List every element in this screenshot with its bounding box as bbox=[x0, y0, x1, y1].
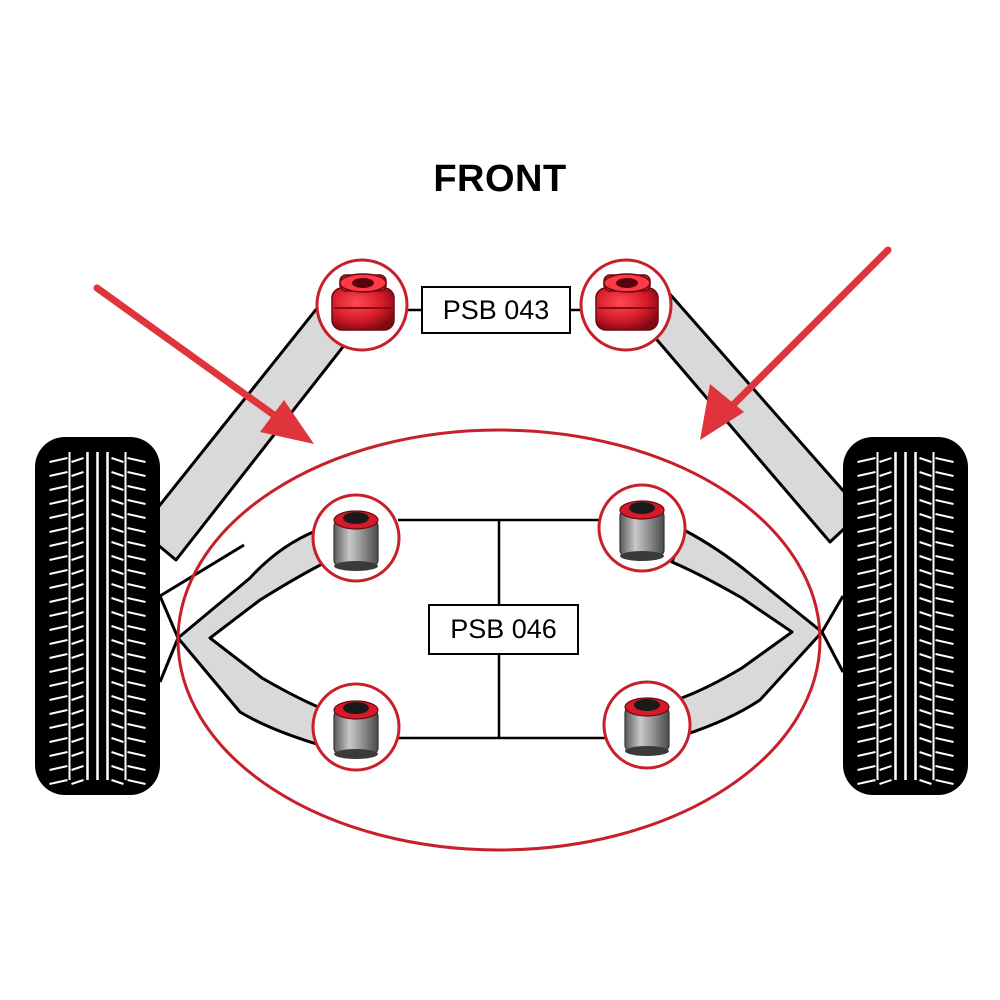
lower-arm-right bbox=[670, 528, 845, 737]
lower-arm-left bbox=[158, 528, 332, 747]
tyre-left-icon bbox=[35, 437, 160, 795]
upper-bushing-label: PSB 043 bbox=[421, 286, 571, 334]
bushing-upper-right-icon bbox=[579, 258, 673, 352]
bushing-lower-front-left-icon bbox=[311, 493, 401, 583]
arrow-left-icon bbox=[93, 284, 314, 444]
bushing-upper-left-icon bbox=[315, 258, 409, 352]
bushing-lower-front-right-icon bbox=[597, 483, 687, 573]
front-title: FRONT bbox=[433, 158, 567, 200]
bushing-lower-rear-left-icon bbox=[311, 682, 401, 772]
arrow-right-icon bbox=[700, 246, 892, 440]
lower-bushing-label: PSB 046 bbox=[428, 604, 579, 655]
tyre-right-icon bbox=[843, 437, 968, 795]
bushing-lower-rear-right-icon bbox=[602, 680, 692, 770]
lower-bushings-highlight bbox=[176, 428, 822, 852]
cross-member bbox=[398, 518, 605, 740]
